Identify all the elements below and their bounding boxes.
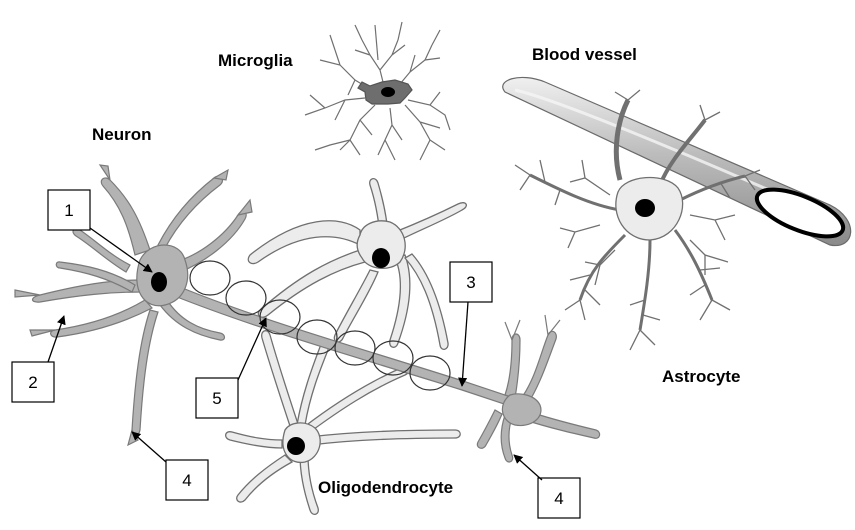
callout-2-number: 2 [28, 373, 37, 392]
neuron-nucleus [151, 272, 167, 292]
callout-4-right: 4 [514, 455, 580, 518]
microglia-nucleus [381, 87, 395, 97]
vessel-lumen [751, 180, 849, 246]
myelin-sheath [226, 281, 266, 315]
oligodendrocyte-lower-nucleus [287, 437, 305, 455]
label-oligodendrocyte: Oligodendrocyte [318, 478, 453, 497]
callout-3-number: 3 [466, 273, 475, 292]
callout-4-left: 4 [132, 432, 208, 500]
label-neuron: Neuron [92, 125, 152, 144]
axon-terminal [477, 315, 599, 462]
callout-4-left-arrow [132, 432, 166, 462]
callout-4-right-arrow [514, 455, 542, 480]
callout-4-right-number: 4 [554, 489, 563, 508]
label-astrocyte: Astrocyte [662, 367, 740, 386]
callout-3: 3 [450, 262, 492, 386]
callout-3-arrow [462, 302, 468, 386]
callout-4-left-number: 4 [182, 471, 191, 490]
oligodendrocyte-upper-nucleus [372, 248, 390, 268]
callout-2-arrow [48, 316, 64, 362]
label-microglia: Microglia [218, 51, 293, 70]
astrocyte-nucleus [635, 199, 655, 217]
callout-5-arrow [238, 318, 266, 380]
myelin-sheath [190, 261, 230, 295]
label-blood-vessel: Blood vessel [532, 45, 637, 64]
microglia [305, 22, 450, 160]
callout-5-number: 5 [212, 389, 221, 408]
callout-2: 2 [12, 316, 64, 402]
callout-1-number: 1 [64, 201, 73, 220]
